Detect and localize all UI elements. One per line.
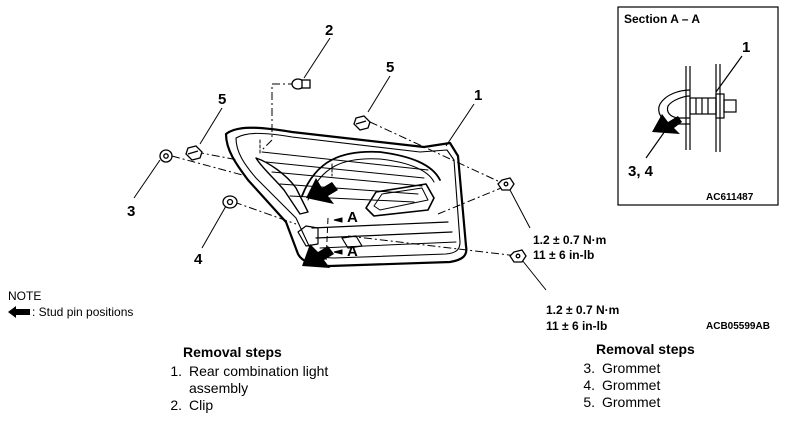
step-number: 1. [170,363,182,379]
note-legend-text: : Stud pin positions [32,305,134,319]
step-number: 2. [170,397,182,413]
section-label-a-upper: A [347,209,358,226]
section-title: Section A – A [624,12,700,26]
section-inset: Section A – A 1 3, 4 AC611487 [617,6,779,206]
callout-lines [133,37,547,291]
grommet-5-left [185,145,203,161]
figure-code: ACB05599AB [706,321,770,332]
removal-steps-left: Removal steps 1. Rear combination light … [158,344,354,414]
section-cut-line [325,217,343,263]
note-row: : Stud pin positions [8,304,133,320]
section-label-a-lower: A [347,243,358,260]
step-text: Grommet [602,377,661,393]
section-code: AC611487 [706,192,754,203]
step-row: 5. Grommet [571,394,695,411]
nut-lower [509,249,527,263]
step-text: Rear combination light assembly [189,363,329,396]
step-text: Clip [189,397,214,413]
torque-upper-imperial: 11 ± 6 in-lb [533,248,594,262]
note-legend: NOTE : Stud pin positions [8,288,133,320]
callout-5-upper: 5 [386,59,394,76]
step-text: Grommet [602,394,661,410]
clip-2 [291,78,311,90]
removal-steps-right: Removal steps 3. Grommet 4. Grommet 5. G… [571,341,695,411]
step-number: 3. [583,360,595,376]
note-heading: NOTE [8,289,42,303]
stud-pin-arrow-lower [302,244,334,268]
callout-2: 2 [325,22,333,39]
callout-3: 3 [127,203,135,220]
step-text: Grommet [602,360,661,376]
step-row: 3. Grommet [571,360,695,377]
grommet-3 [159,149,173,163]
removal-steps-heading: Removal steps [596,341,695,357]
step-number: 5. [583,394,595,410]
stud-pin-arrow-icon [8,306,30,318]
step-row: 2. Clip [158,397,354,414]
step-row: 4. Grommet [571,377,695,394]
lamp-assembly [224,126,468,268]
callout-1: 1 [474,87,482,104]
leader-lines [171,83,519,257]
section-callout-3-4: 3, 4 [628,163,654,180]
torque-lower-imperial: 11 ± 6 in-lb [546,319,607,333]
callout-4: 4 [194,251,203,268]
torque-lower-metric: 1.2 ± 0.7 N·m [546,303,619,317]
grommet-4 [222,195,238,209]
section-callout-1: 1 [742,39,750,56]
nut-upper [497,177,515,191]
step-row: 1. Rear combination light assembly [158,363,354,397]
callout-5-left: 5 [218,91,226,108]
section-stud-arrow [652,114,682,134]
removal-steps-heading: Removal steps [183,344,282,360]
grommet-5-right [353,115,371,131]
stud-pin-arrow-upper [306,178,338,204]
torque-upper-metric: 1.2 ± 0.7 N·m [533,233,606,247]
step-number: 4. [583,377,595,393]
